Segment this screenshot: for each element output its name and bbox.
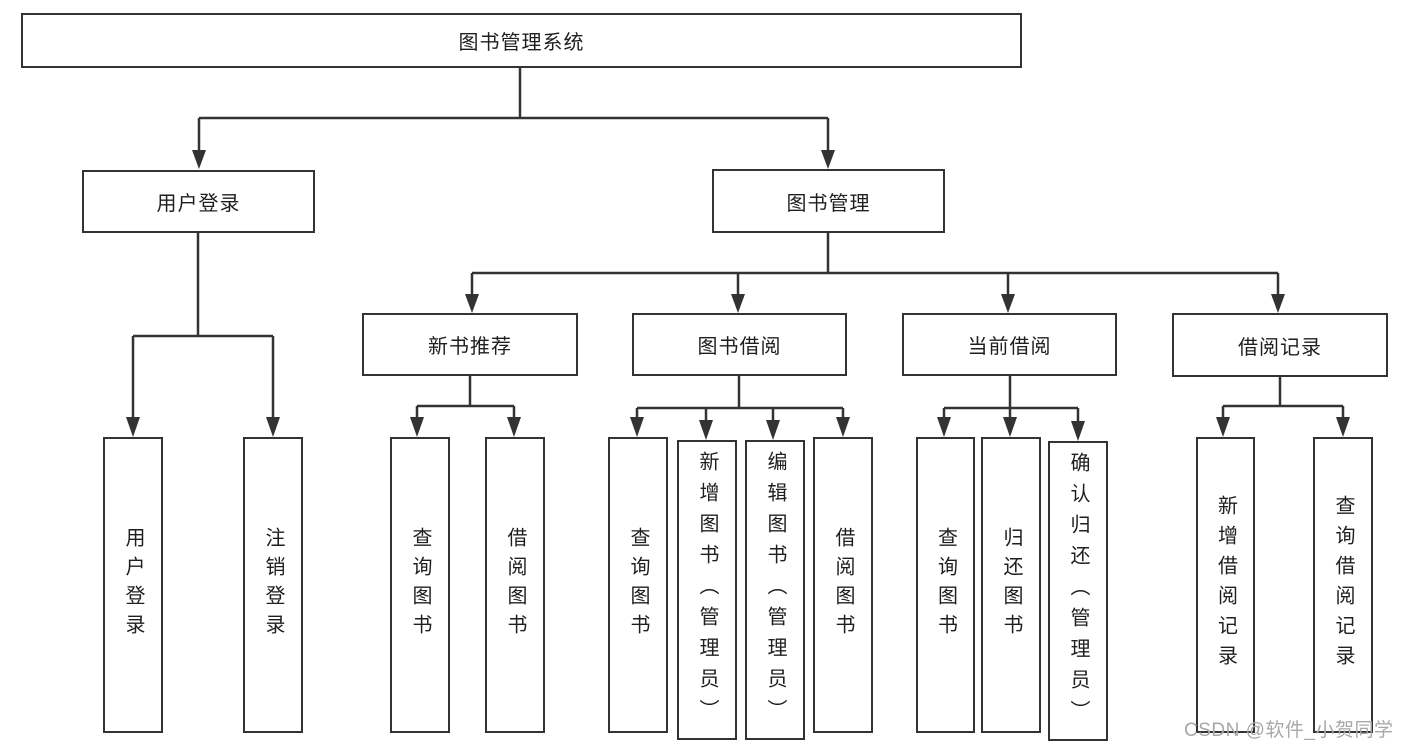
connector-borrow-records-children xyxy=(1216,377,1350,437)
leaf-add-book-admin: 新增图书（管理员） xyxy=(677,440,737,740)
leaf-edit-book-admin: 编辑图书（管理员） xyxy=(745,440,805,740)
leaf-edit-book-admin-label: 编辑图书（管理员） xyxy=(764,450,786,730)
leaf-query-borrow-record-label: 查询借阅记录 xyxy=(1332,495,1354,675)
leaf-user-login-label: 用户登录 xyxy=(122,527,144,643)
leaf-return-book: 归还图书 xyxy=(981,437,1041,733)
connector-current-borrow-children xyxy=(937,376,1085,441)
connector-book-borrow-children xyxy=(630,376,850,440)
connector-new-book-children xyxy=(410,376,521,437)
node-borrow-records: 借阅记录 xyxy=(1172,313,1388,377)
node-book-borrow: 图书借阅 xyxy=(632,313,847,376)
node-book-management-label: 图书管理 xyxy=(786,192,871,215)
leaf-add-borrow-record-label: 新增借阅记录 xyxy=(1214,495,1237,675)
leaf-borrow-books-1: 借阅图书 xyxy=(485,437,545,733)
node-user-login-label: 用户登录 xyxy=(156,193,241,215)
leaf-query-books-2: 查询图书 xyxy=(608,437,668,733)
node-current-borrow-label: 当前借阅 xyxy=(967,336,1052,358)
node-new-book-recommend: 新书推荐 xyxy=(362,313,578,376)
node-current-borrow: 当前借阅 xyxy=(902,313,1117,376)
node-new-book-recommend-label: 新书推荐 xyxy=(428,336,512,358)
leaf-return-book-label: 归还图书 xyxy=(1000,527,1022,643)
leaf-borrow-books-2: 借阅图书 xyxy=(813,437,873,733)
watermark-text: CSDN @软件_小贺同学 xyxy=(1184,720,1394,741)
connector-root-to-level2 xyxy=(192,68,835,169)
node-root: 图书管理系统 xyxy=(21,13,1022,68)
leaf-confirm-return-admin: 确认归还（管理员） xyxy=(1048,441,1108,741)
node-book-borrow-label: 图书借阅 xyxy=(697,336,782,358)
node-root-label: 图书管理系统 xyxy=(458,32,585,54)
node-user-login: 用户登录 xyxy=(82,170,315,233)
connector-user-login-children xyxy=(126,233,280,437)
node-book-management: 图书管理 xyxy=(712,169,945,233)
node-borrow-records-label: 借阅记录 xyxy=(1238,336,1322,359)
leaf-user-login: 用户登录 xyxy=(103,437,163,733)
leaf-confirm-return-admin-label: 确认归还（管理员） xyxy=(1067,451,1089,731)
leaf-add-book-admin-label: 新增图书（管理员） xyxy=(696,450,718,730)
leaf-query-borrow-record: 查询借阅记录 xyxy=(1313,437,1373,733)
leaf-query-books-1: 查询图书 xyxy=(390,437,450,733)
leaf-logout: 注销登录 xyxy=(243,437,303,733)
leaf-query-books-3: 查询图书 xyxy=(916,437,975,733)
leaf-borrow-books-2-label: 借阅图书 xyxy=(832,527,854,643)
leaf-logout-label: 注销登录 xyxy=(262,527,284,643)
leaf-add-borrow-record: 新增借阅记录 xyxy=(1196,437,1255,733)
leaf-query-books-2-label: 查询图书 xyxy=(627,527,649,643)
leaf-borrow-books-1-label: 借阅图书 xyxy=(504,527,526,643)
connector-book-management-children xyxy=(465,233,1285,313)
leaf-query-books-3-label: 查询图书 xyxy=(934,527,957,643)
leaf-query-books-1-label: 查询图书 xyxy=(409,527,431,643)
